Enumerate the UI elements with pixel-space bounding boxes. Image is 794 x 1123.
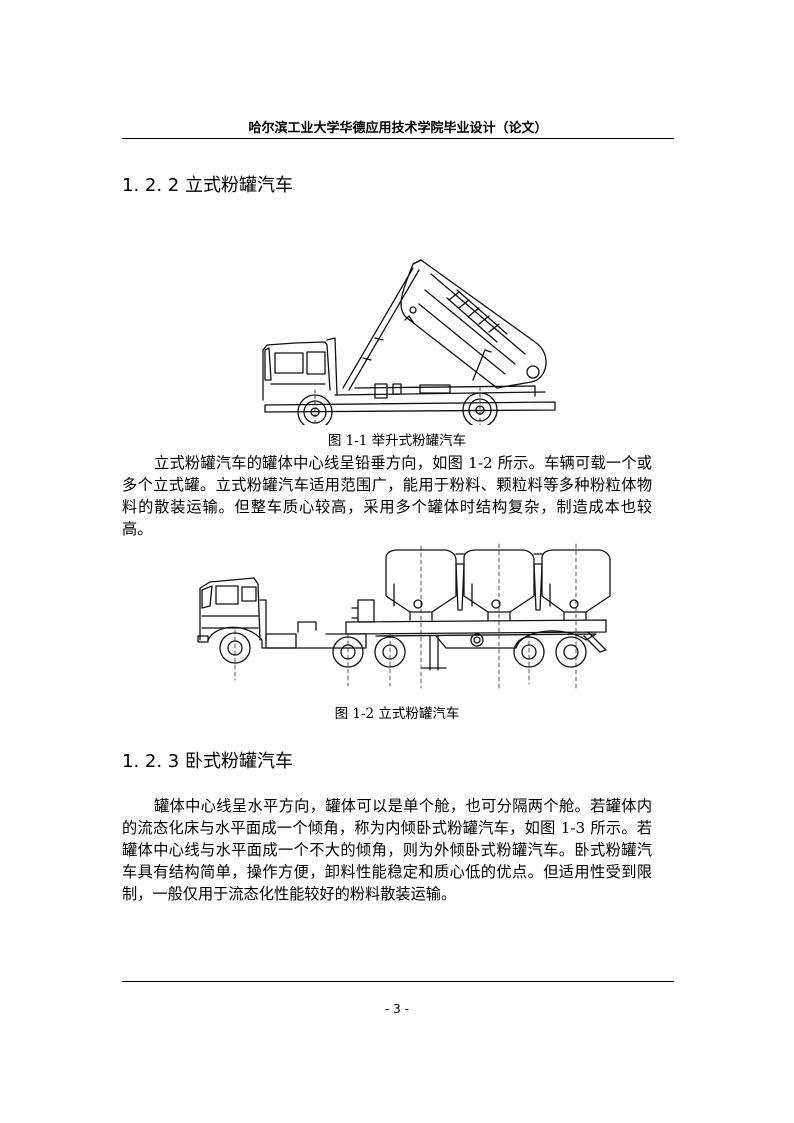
paragraph-text: 立式粉罐汽车的罐体中心线呈铅垂方向，如图 1-2 所示。车辆可载一个或多个立式罐… <box>122 454 652 538</box>
figure-1-1-caption: 图 1-1 举升式粉罐汽车 <box>327 433 467 449</box>
lift-type-powder-tanker-icon <box>262 259 556 425</box>
document-header-title: 哈尔滨工业大学华德应用技术学院毕业设计（论文） <box>248 121 548 136</box>
vertical-powder-tanker-semitrailer-icon <box>197 543 611 689</box>
figure-1-2-caption: 图 1-2 立式粉罐汽车 <box>334 706 460 722</box>
section-heading-1-2-2: 1. 2. 2 立式粉罐汽车 <box>122 175 293 196</box>
paragraph-vertical-tanker: 立式粉罐汽车的罐体中心线呈铅垂方向，如图 1-2 所示。车辆可载一个或多个立式罐… <box>122 452 652 540</box>
page-number: - 3 - <box>385 1002 409 1016</box>
footer-rule <box>122 981 674 982</box>
paragraph-horizontal-tanker: 罐体中心线呈水平方向，罐体可以是单个舱，也可分隔两个舱。若罐体内的流态化床与水平… <box>122 795 652 905</box>
section-heading-1-2-3: 1. 2. 3 卧式粉罐汽车 <box>122 751 293 772</box>
header-rule <box>122 138 674 139</box>
figure-1-2-vertical-tanker <box>186 540 616 690</box>
paragraph-text: 罐体中心线呈水平方向，罐体可以是单个舱，也可分隔两个舱。若罐体内的流态化床与水平… <box>122 797 652 903</box>
figure-1-1-lift-tanker <box>235 250 573 425</box>
